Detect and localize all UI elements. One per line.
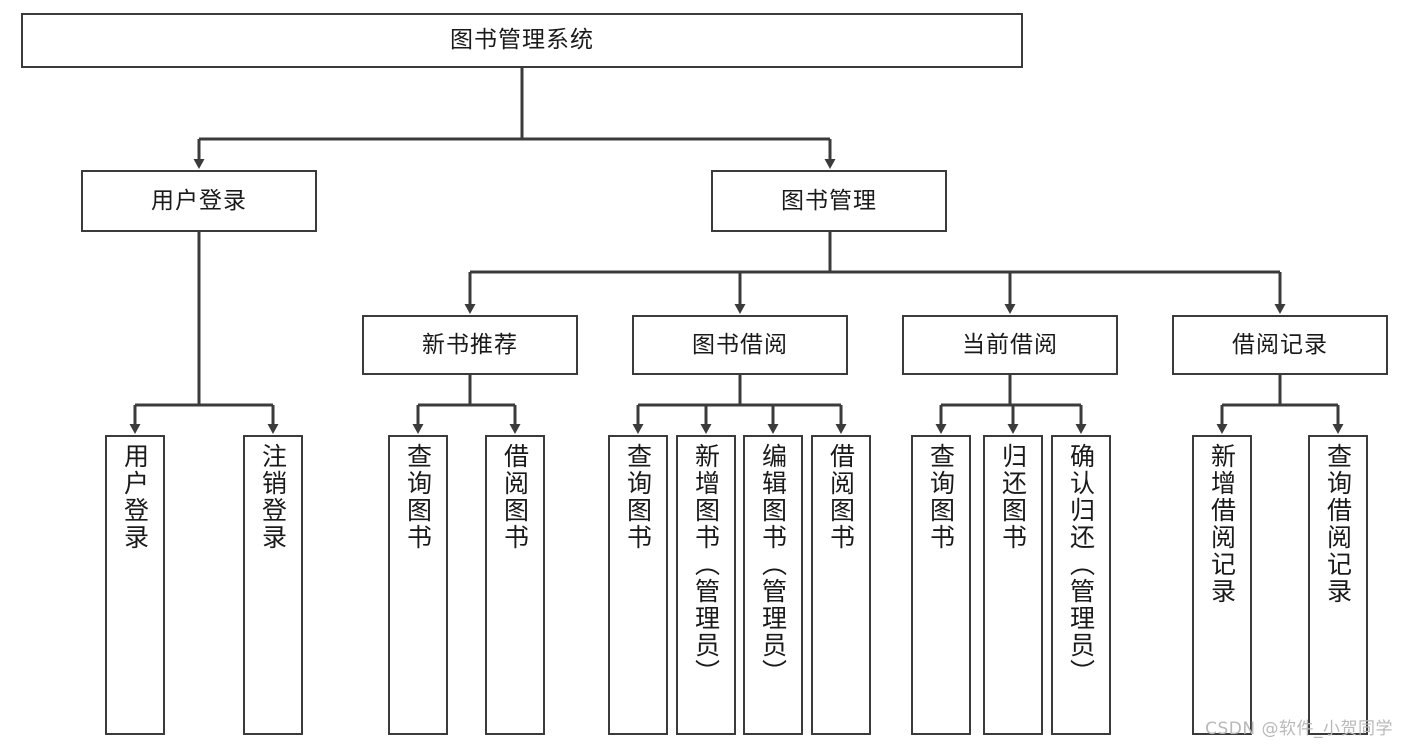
leaf-query-record[interactable]: 查询借阅记录	[1308, 435, 1368, 735]
node-current-borrow[interactable]: 当前借阅	[902, 315, 1118, 375]
leaf-query-book-3[interactable]: 查询图书	[911, 435, 971, 735]
leaf-logout-label: 注销登录	[258, 443, 288, 551]
node-root[interactable]: 图书管理系统	[21, 13, 1023, 68]
leaf-borrow-book-1-label: 借阅图书	[500, 443, 530, 551]
leaf-query-book-2-label: 查询图书	[623, 443, 653, 551]
node-user-login[interactable]: 用户登录	[81, 170, 317, 232]
leaf-user-login[interactable]: 用户登录	[105, 435, 165, 735]
leaf-query-book-1-label: 查询图书	[403, 443, 433, 551]
leaf-query-book-2[interactable]: 查询图书	[608, 435, 668, 735]
leaf-confirm-return-label: 确认归还（管理员）	[1066, 443, 1096, 686]
leaf-edit-book-label: 编辑图书（管理员）	[758, 443, 788, 686]
node-user-login-label: 用户登录	[151, 187, 247, 214]
node-new-book-recommend[interactable]: 新书推荐	[362, 315, 578, 375]
leaf-add-record[interactable]: 新增借阅记录	[1192, 435, 1252, 735]
node-borrow-record[interactable]: 借阅记录	[1172, 315, 1388, 375]
leaf-borrow-book-1[interactable]: 借阅图书	[485, 435, 545, 735]
leaf-query-book-1[interactable]: 查询图书	[388, 435, 448, 735]
leaf-user-login-label: 用户登录	[120, 443, 150, 551]
leaf-confirm-return[interactable]: 确认归还（管理员）	[1051, 435, 1111, 735]
node-current-borrow-label: 当前借阅	[962, 331, 1058, 358]
leaf-return-book-label: 归还图书	[998, 443, 1028, 551]
node-new-book-recommend-label: 新书推荐	[422, 331, 518, 358]
leaf-edit-book[interactable]: 编辑图书（管理员）	[743, 435, 803, 735]
node-borrow-record-label: 借阅记录	[1232, 331, 1328, 358]
leaf-logout[interactable]: 注销登录	[243, 435, 303, 735]
node-book-borrow[interactable]: 图书借阅	[632, 315, 848, 375]
leaf-add-book[interactable]: 新增图书（管理员）	[676, 435, 736, 735]
leaf-query-record-label: 查询借阅记录	[1323, 443, 1353, 605]
leaf-add-book-label: 新增图书（管理员）	[691, 443, 721, 686]
leaf-query-book-3-label: 查询图书	[926, 443, 956, 551]
leaf-add-record-label: 新增借阅记录	[1207, 443, 1237, 605]
leaf-return-book[interactable]: 归还图书	[983, 435, 1043, 735]
watermark: CSDN @软件_小贺同学	[1205, 719, 1393, 739]
leaf-borrow-book-2-label: 借阅图书	[826, 443, 856, 551]
node-root-label: 图书管理系统	[450, 27, 594, 53]
node-book-manage-label: 图书管理	[781, 187, 877, 214]
leaf-borrow-book-2[interactable]: 借阅图书	[811, 435, 871, 735]
node-book-borrow-label: 图书借阅	[692, 331, 788, 358]
node-book-manage[interactable]: 图书管理	[711, 170, 947, 232]
